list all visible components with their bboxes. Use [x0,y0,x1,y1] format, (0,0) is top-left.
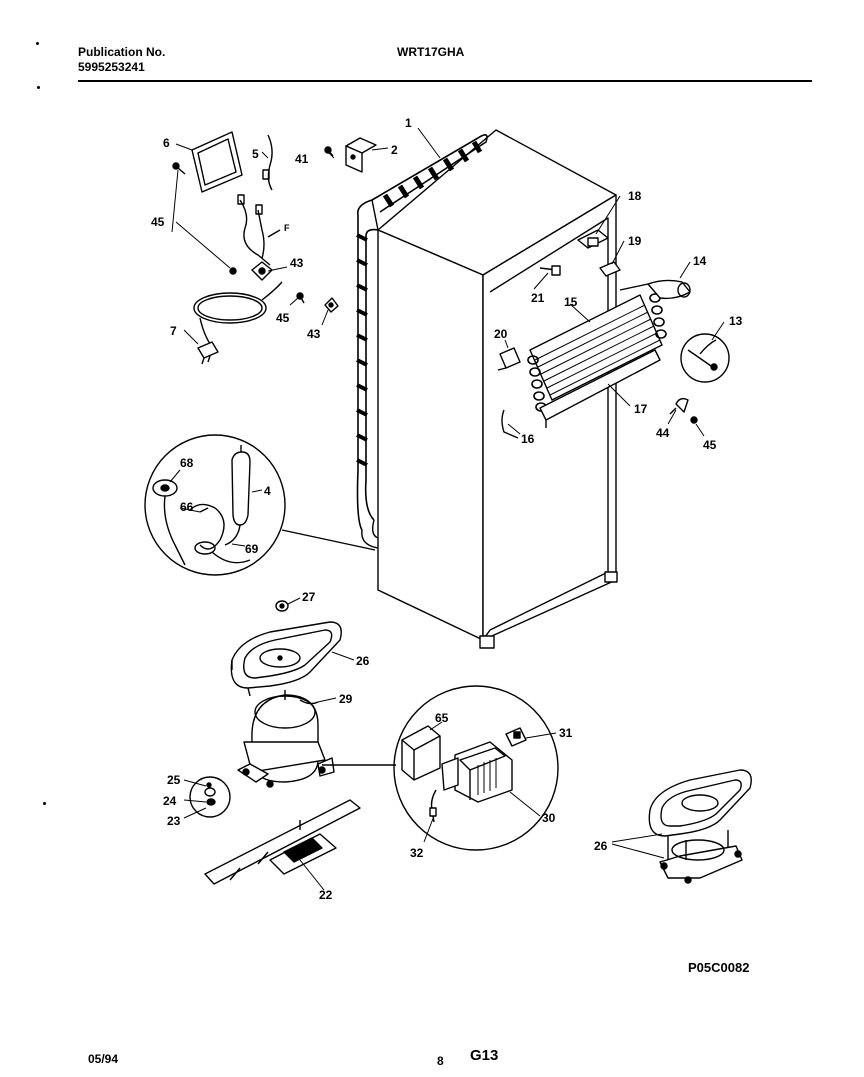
scan-mark [43,802,46,805]
callout-68: 68 [180,456,194,470]
part-28-drain-pan [230,621,342,697]
part-26-assembly [648,769,752,884]
part-20-clip [497,347,521,371]
callout-31: 31 [559,726,573,740]
part-15-coil [527,293,667,412]
callout-66: 66 [180,500,194,514]
callout-41: 41 [295,152,309,166]
callout-labels: 1 2 4 5 6 7 13 14 15 16 17 18 19 20 21 2… [151,116,749,975]
callout-18: 18 [628,189,642,203]
callout-1: 1 [405,116,412,130]
callout-23: 23 [167,814,181,828]
callout-30: 30 [542,811,556,825]
callout-5: 5 [252,147,259,161]
part-14-shroud [619,279,691,300]
callout-19: 19 [628,234,642,248]
callout-15: 15 [564,295,578,309]
callout-44: 44 [656,426,670,440]
callout-20: 20 [494,327,508,341]
part-29-compressor [237,690,335,788]
callout-6: 6 [163,136,170,150]
callout-45-upper: 45 [151,215,165,229]
grommet-inset [189,776,231,818]
part-2-bracket [345,137,377,173]
callout-26-assembly: 26 [594,839,608,853]
callout-65: 65 [435,711,449,725]
callout-26-pan: 26 [356,654,370,668]
drawing-code: P05C0082 [688,960,749,975]
section-code: G13 [470,1047,499,1064]
callout-7: 7 [170,324,177,338]
part-5-harness [237,134,281,266]
callout-29: 29 [339,692,353,706]
callout-13: 13 [729,314,743,328]
scan-mark [36,42,39,45]
part-7-power-cord [193,281,283,365]
callout-43-upper: 43 [290,256,304,270]
callout-32: 32 [410,846,424,860]
publication-number: 5995253241 [78,60,145,74]
callout-45-mid: 45 [276,311,290,325]
callout-2: 2 [391,143,398,157]
callout-4: 4 [264,484,271,498]
wire-marker: F [284,223,290,233]
callout-24: 24 [163,794,177,808]
model-number: WRT17GHA [397,45,465,59]
callout-14: 14 [693,254,707,268]
part-22-base [204,799,361,885]
part-18-bracket [577,229,609,249]
relay-inset [393,685,559,851]
callout-22: 22 [319,888,333,902]
publication-date: 05/94 [88,1052,119,1066]
callout-16: 16 [521,432,535,446]
callout-25: 25 [167,773,181,787]
publication-label: Publication No. [78,45,166,59]
part-13-inset [680,333,730,383]
callout-43-lower: 43 [307,327,321,341]
callout-27: 27 [302,590,316,604]
callout-17: 17 [634,402,648,416]
scan-mark [37,86,40,89]
page-number: 8 [437,1054,444,1068]
part-6-cover [191,131,243,193]
callout-69: 69 [245,542,259,556]
condenser-coil [356,134,488,549]
part-17-plate [539,349,661,428]
inset-drier [144,434,286,576]
callout-21: 21 [531,291,545,305]
callout-45-right: 45 [703,438,717,452]
header-rule [78,80,812,82]
